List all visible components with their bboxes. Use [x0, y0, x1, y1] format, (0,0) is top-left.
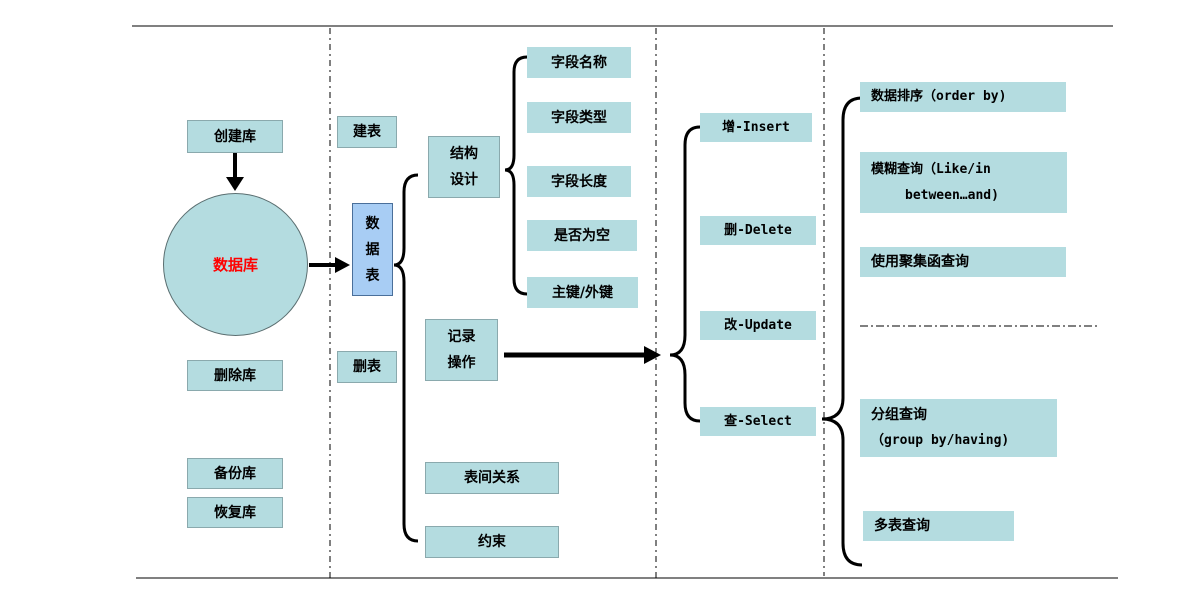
crud-update: 改-Update: [700, 311, 816, 340]
select-sort-label: 数据排序（order by): [871, 89, 1007, 104]
delete-db-label: 删除库: [214, 367, 256, 384]
record-line-1: 记录: [447, 329, 476, 345]
crud-brace: [669, 125, 701, 423]
field-attr-keys-label: 主键/外键: [551, 284, 614, 301]
select-sort: 数据排序（order by): [860, 82, 1066, 112]
table-relations-label: 表间关系: [464, 470, 520, 486]
backup-db-box: 备份库: [187, 458, 283, 489]
select-group-line-2: （group by/having): [871, 433, 1010, 448]
select-aggregate: 使用聚集函查询: [860, 247, 1066, 277]
select-group-line-1: 分组查询: [871, 407, 927, 423]
create-table-box: 建表: [337, 116, 397, 148]
structure-line-1: 结构: [450, 146, 478, 162]
crud-select: 查-Select: [700, 407, 816, 436]
crud-insert: 增-Insert: [700, 113, 812, 142]
select-fuzzy: 模糊查询（Like/in between…and): [860, 152, 1067, 213]
record-arrow-head: [644, 346, 661, 364]
database-label: 数据库: [212, 256, 258, 274]
field-attr-length-label: 字段长度: [551, 173, 607, 190]
crud-update-label: 改-Update: [724, 317, 792, 333]
field-attr-name-label: 字段名称: [551, 54, 607, 71]
create-db-label: 创建库: [214, 128, 256, 145]
db-table-arrow-head: [335, 257, 350, 273]
constraints-label: 约束: [478, 534, 506, 550]
create-table-label: 建表: [353, 124, 381, 140]
table-relations-box: 表间关系: [425, 462, 559, 494]
data-table-char-2: 据: [365, 241, 380, 258]
table-features-brace: [393, 173, 419, 543]
constraints-box: 约束: [425, 526, 559, 558]
backup-db-label: 备份库: [214, 465, 256, 482]
field-attrs-brace: [504, 55, 528, 296]
delete-table-box: 删表: [337, 351, 397, 383]
crud-delete-label: 删-Delete: [724, 222, 792, 238]
select-fuzzy-line-1: 模糊查询（Like/in: [871, 161, 991, 177]
field-attr-type: 字段类型: [527, 102, 631, 133]
select-aggregate-label: 使用聚集函查询: [871, 254, 969, 270]
field-attr-keys: 主键/外键: [527, 277, 638, 308]
database-circle: 数据库: [163, 193, 308, 336]
crud-insert-label: 增-Insert: [722, 119, 790, 135]
select-group: 分组查询 （group by/having): [860, 399, 1057, 457]
structure-design-box: 结构 设计: [428, 136, 500, 198]
delete-table-label: 删表: [353, 359, 381, 375]
field-attr-nullable-label: 是否为空: [554, 227, 610, 244]
create-arrow-head: [226, 177, 244, 191]
field-attr-nullable: 是否为空: [527, 220, 637, 251]
crud-delete: 删-Delete: [700, 216, 816, 245]
restore-db-box: 恢复库: [187, 497, 283, 528]
create-db-box: 创建库: [187, 120, 283, 153]
data-table-box: 数 据 表: [352, 203, 393, 296]
delete-db-box: 删除库: [187, 360, 283, 391]
select-multi-table-label: 多表查询: [874, 518, 930, 534]
field-attr-type-label: 字段类型: [551, 109, 607, 126]
select-fuzzy-line-2: between…and): [905, 187, 999, 203]
crud-select-label: 查-Select: [724, 413, 792, 429]
field-attr-name: 字段名称: [527, 47, 631, 78]
record-ops-box: 记录 操作: [425, 319, 498, 381]
data-table-char-1: 数: [365, 215, 380, 232]
data-table-char-3: 表: [365, 267, 380, 284]
field-attr-length: 字段长度: [527, 166, 631, 197]
structure-line-2: 设计: [450, 172, 478, 188]
select-brace: [821, 96, 863, 567]
record-line-2: 操作: [447, 355, 476, 371]
select-multi-table: 多表查询: [863, 511, 1014, 541]
restore-db-label: 恢复库: [214, 504, 256, 521]
